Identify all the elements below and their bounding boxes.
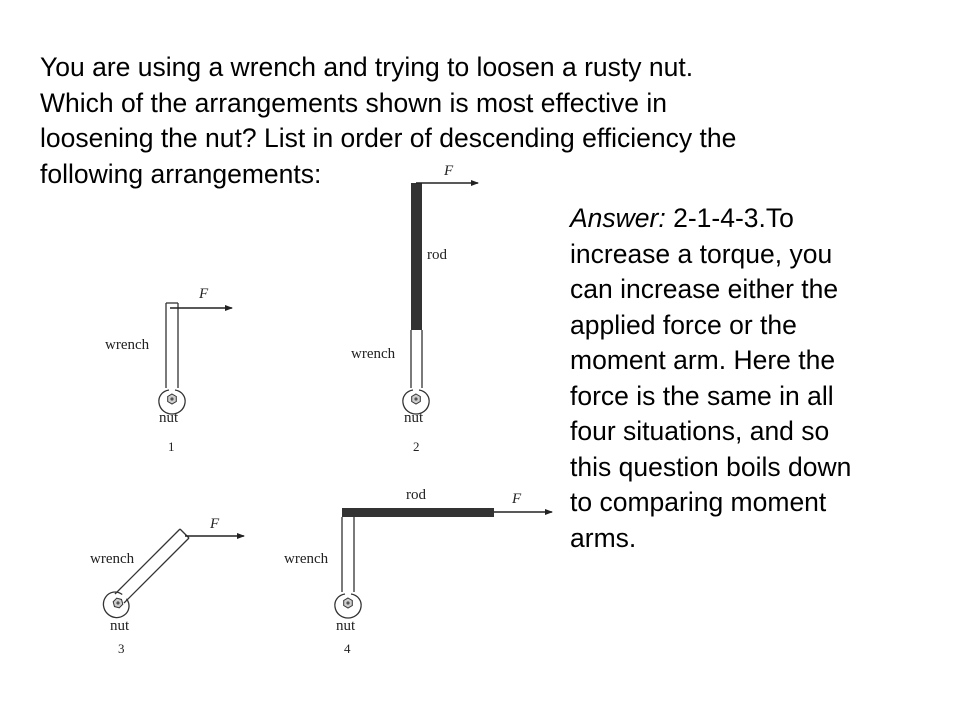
figure-4: F rod wrench nut 4 (284, 487, 553, 656)
nut-label: nut (336, 618, 356, 634)
question-text: You are using a wrench and trying to loo… (40, 50, 920, 192)
question-line: loosening the nut? List in order of desc… (40, 123, 737, 153)
answer-line: four situations, and so (570, 416, 830, 446)
wrench-label: wrench (351, 346, 396, 362)
figure-number: 3 (118, 641, 125, 656)
wrench-label: wrench (90, 551, 135, 567)
force-label: F (443, 163, 454, 179)
wrench-handle (341, 517, 355, 592)
answer-line: moment arm. Here the (570, 345, 836, 375)
wrench-handle (165, 302, 179, 388)
nut-label: nut (159, 410, 179, 426)
answer-line: applied force or the (570, 309, 797, 340)
figure-1: F wrench nut 1 (105, 286, 233, 454)
answer-line: increase a torque, you (570, 238, 833, 269)
force-label: F (511, 491, 522, 507)
force-label: F (209, 516, 220, 532)
answer-line: Answer: 2-1-4-3.To (570, 201, 940, 237)
nut-label: nut (404, 410, 424, 426)
question-line: Which of the arrangements shown is most … (40, 87, 667, 118)
rod-label: rod (406, 487, 426, 503)
nut-icon (334, 593, 362, 619)
answer-line: to comparing moment (570, 487, 827, 517)
figure-2: F rod wrench nut 2 (351, 163, 479, 454)
wrench-handle (410, 330, 423, 388)
answer-line: arms. (570, 522, 637, 553)
nut-label: nut (110, 618, 130, 634)
force-label: F (198, 286, 209, 302)
question-line: You are using a wrench and trying to loo… (40, 52, 694, 82)
figure-number: 2 (413, 439, 420, 454)
figure-number: 1 (168, 439, 175, 454)
answer-line: this question boils down (570, 451, 852, 482)
rod (342, 508, 494, 517)
answer-text: Answer: 2-1-4-3.To increase a torque, yo… (570, 201, 940, 556)
rod (411, 183, 422, 330)
rod-label: rod (427, 247, 447, 263)
question-line: following arrangements: (40, 158, 322, 189)
answer-line-text: 2-1-4-3.To (665, 203, 794, 233)
answer-prefix: Answer: (570, 203, 666, 233)
answer-line: force is the same in all (570, 380, 834, 411)
wrench-label: wrench (284, 551, 329, 567)
figure-3: F wrench nut 3 (90, 516, 245, 656)
figure-number: 4 (344, 641, 351, 656)
answer-line: can increase either the (570, 274, 839, 304)
wrench-label: wrench (105, 337, 150, 353)
